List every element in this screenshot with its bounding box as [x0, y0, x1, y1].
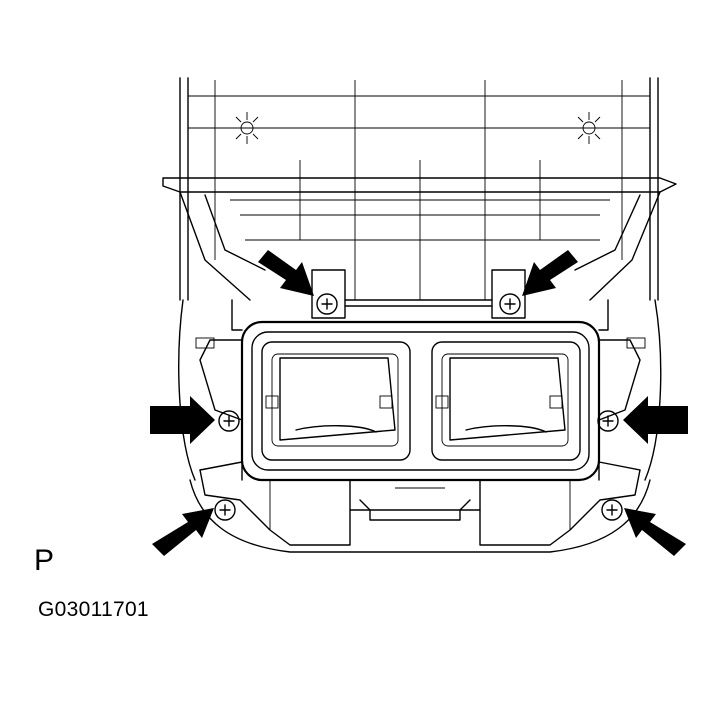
side-flanges [195, 299, 646, 421]
star-mark-left [231, 112, 263, 144]
bolt-bottom-left [214, 499, 236, 521]
arrow-mid-right [623, 396, 688, 444]
bolts [214, 293, 623, 521]
duct-housing [240, 320, 601, 482]
bolt-mid-right [597, 410, 619, 432]
arrow-bottom-left [152, 508, 214, 556]
figure-code: G03011701 [38, 598, 149, 621]
gear-marks [231, 112, 605, 144]
view-label: P [34, 544, 55, 577]
arrow-mid-left [150, 396, 215, 444]
bolt-top-right [499, 293, 521, 315]
arrow-bottom-right [624, 508, 686, 556]
bolt-top-left [316, 293, 338, 315]
arrow-top-left [258, 250, 314, 296]
lower-body [199, 461, 641, 546]
bolt-mid-left [218, 410, 240, 432]
bolt-bottom-right [601, 499, 623, 521]
callout-arrows [150, 250, 688, 556]
star-mark-right [573, 112, 605, 144]
arrow-top-right [522, 250, 578, 296]
upper-brackets [311, 269, 526, 319]
